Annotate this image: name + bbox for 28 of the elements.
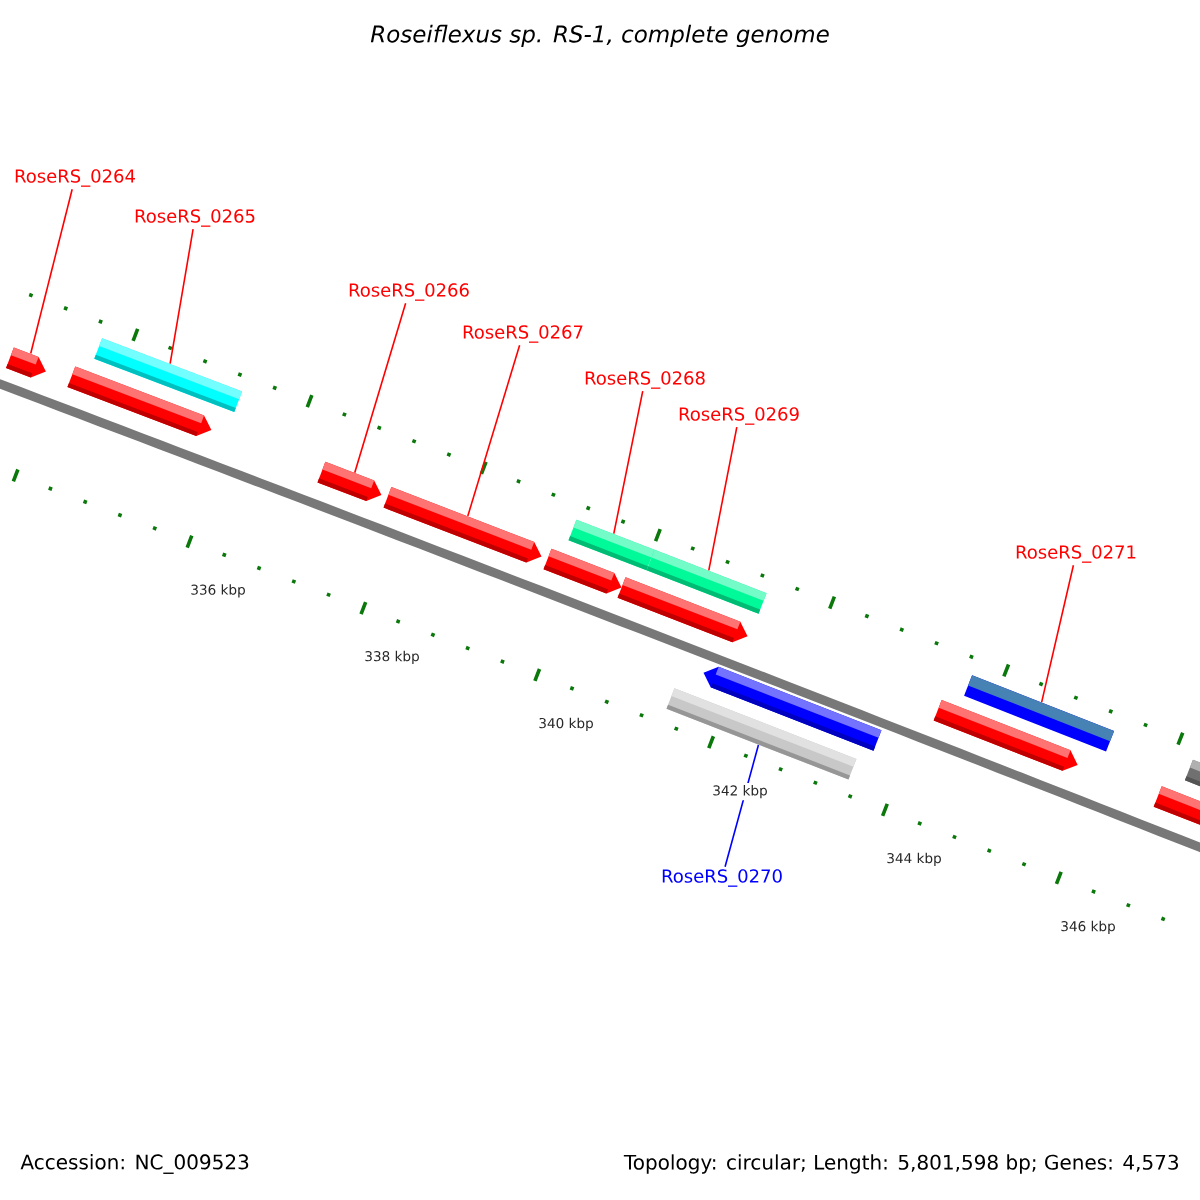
gene-label: RoseRS_0266 xyxy=(349,283,469,301)
gene-feature xyxy=(383,487,542,563)
gene-feature xyxy=(568,519,655,571)
leader-line xyxy=(613,390,644,535)
gene-label: RoseRS_0265 xyxy=(135,209,255,227)
gene-label: RoseRS_0270 xyxy=(662,869,782,887)
leader-line xyxy=(353,302,407,474)
leader-line xyxy=(467,344,521,517)
gene-label: RoseRS_0267 xyxy=(463,325,583,343)
gene-label: RoseRS_0271 xyxy=(1016,545,1136,563)
gene-feature xyxy=(646,549,767,614)
gene-feature xyxy=(964,675,1115,752)
gene-feature xyxy=(317,461,382,502)
gene-feature xyxy=(703,666,882,751)
leader-line xyxy=(29,188,73,355)
gene-feature xyxy=(94,338,243,412)
accession-text: Accession: NC_009523 xyxy=(20,1154,249,1174)
leader-line xyxy=(724,744,760,868)
gene-feature xyxy=(6,347,46,378)
title: Roseiflexus sp. RS-1, complete genome xyxy=(370,24,829,48)
gene-label: RoseRS_0269 xyxy=(679,407,799,425)
leader-line xyxy=(708,426,738,572)
gene-label: RoseRS_0268 xyxy=(585,371,705,389)
leader-line xyxy=(169,228,194,365)
genome-info-text: Topology: circular; Length: 5,801,598 bp; Genes: 4,573 xyxy=(623,1154,1178,1174)
gene-label: RoseRS_0264 xyxy=(15,169,135,187)
leader-line xyxy=(1040,564,1075,703)
gene-feature xyxy=(1153,786,1200,828)
